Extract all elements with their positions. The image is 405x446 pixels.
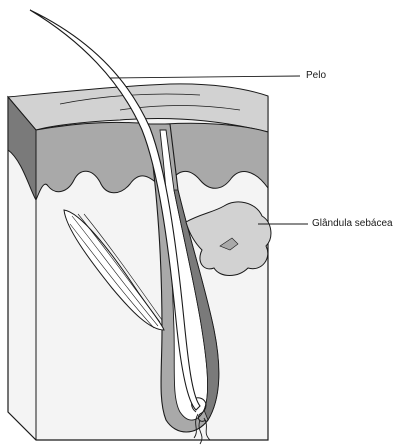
hair-leader-line (110, 76, 300, 78)
hair-label: Pelo (306, 70, 326, 82)
sebaceous-gland-label: Glândula sebácea (312, 218, 393, 230)
